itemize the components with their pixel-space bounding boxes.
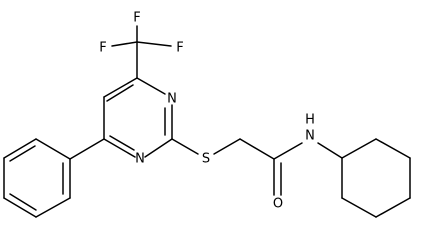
fluorine-top-label: F [133, 11, 140, 26]
ring-bond-c4-c5 [103, 77, 138, 98]
cf3-bond-to-f-right [136, 41, 172, 47]
phenyl-ring [3, 138, 105, 218]
pyrimidine-n1-label: N [135, 152, 145, 167]
phenyl-attachment-bond [69, 138, 105, 160]
fluorine-right-label: F [176, 41, 183, 56]
pyrimidine-n3-label: N [167, 92, 177, 107]
phenyl-bond-5 [35, 197, 71, 218]
chemical-structure-diagram: F F F N N S N H O [3, 10, 411, 218]
ring-bond-c6-n1 [103, 138, 136, 158]
phenyl-bond-4 [3, 197, 37, 218]
sulfur-label: S [202, 152, 210, 167]
phenyl-double-bond-2 [9, 145, 36, 162]
phenyl-bond-1 [35, 138, 71, 160]
phenyl-bond-2 [3, 138, 37, 159]
cf3-bond-to-f-left [111, 41, 138, 47]
carbonyl-to-nitrogen-bond [273, 142, 303, 160]
ring-double-bond-c6-n1 [109, 135, 135, 151]
cyclohexyl-ring [341, 138, 411, 218]
atom-labels: F F F N N S N H O [99, 11, 315, 212]
trifluoromethyl-group [111, 25, 172, 79]
sulfur-to-ch2-bond [213, 138, 241, 155]
phenyl-double-bond-4 [9, 193, 37, 211]
carbonyl-oxygen-label: O [273, 197, 283, 212]
c2-to-sulfur-bond [171, 138, 199, 155]
cyclohexyl-bond-4 [375, 197, 411, 218]
cyclohexyl-bond-5 [341, 197, 377, 218]
thioacetamide-chain [171, 138, 343, 196]
nitrogen-to-cyclohexyl-bond [317, 142, 343, 159]
fluorine-left-label: F [99, 41, 106, 56]
amide-hydrogen-label: H [305, 113, 315, 128]
ring-bond-n1-c2 [144, 138, 173, 158]
ring-double-bond-c4-c5 [106, 84, 134, 102]
amide-nitrogen-label: N [305, 129, 315, 144]
pyrimidine-ring [103, 77, 173, 158]
cyclohexyl-bond-2 [375, 138, 411, 159]
cyclohexyl-bond-1 [341, 138, 377, 159]
ring-bond-n3-c4 [136, 77, 166, 95]
ch2-to-carbonyl-bond [239, 138, 275, 160]
